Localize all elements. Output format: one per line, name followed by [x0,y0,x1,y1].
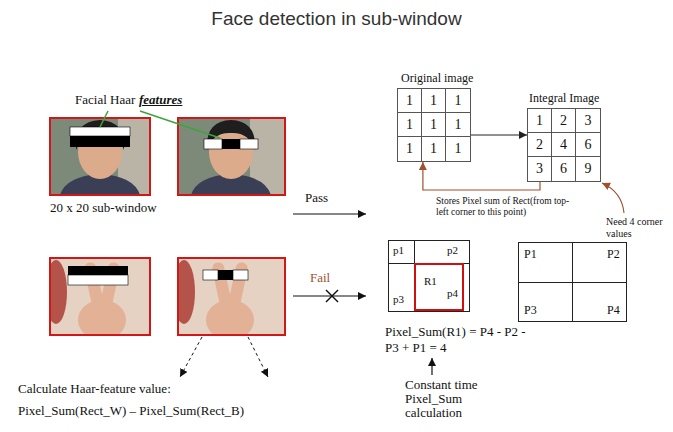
cell-value: 1 [455,93,462,109]
corner-label: P2 [607,247,620,261]
corner-label: p1 [393,244,404,257]
photo-frame [178,258,285,335]
grid-cell: 9 [576,157,600,181]
grid-cell: 2 [552,109,576,133]
leader-arrow [431,358,432,375]
image-grid: Original image 1 1 1 1 1 1 1 1 1 [397,70,473,162]
pixel-grid: p1 p2 p3 p4 R1 [388,240,470,312]
grid-cell: 6 [576,133,600,157]
hand-photo [178,258,285,335]
grid-frame: 1 1 1 1 1 1 1 1 1 [397,88,471,162]
corner-label: P1 [524,247,537,261]
window-size-label: 20 x 20 sub-window [50,200,157,216]
cell-value: 9 [585,161,592,177]
dashed-arrow [180,337,202,377]
grid-cell: 2 [528,133,552,157]
fail-arrow [293,295,366,296]
integral-grid: Integral Image 1 2 3 2 4 6 3 6 9 [527,90,601,182]
corner-label: p3 [393,293,404,306]
grid-heading: Integral Image [527,90,601,106]
cell-value: 1 [430,141,437,157]
cell-value: 1 [430,117,437,133]
cell-value: 1 [406,117,413,133]
fail-label: Fail [310,270,330,286]
grid-cell: 1 [398,113,422,137]
photo-frame [50,118,150,195]
callout-label: Facial Haar [75,92,135,108]
leader-line [100,111,108,127]
leader-line [140,111,220,138]
diagram-title: Face detection in sub-window [0,8,673,30]
pass-label: Pass [305,190,328,206]
cell-value: 3 [585,113,592,129]
corner-box: P1 P2P3 P4 [518,242,627,322]
corner-label: p4 [447,287,458,300]
grid-frame: 1 2 3 2 4 6 3 6 9 [527,108,601,182]
formula-caption: Calculate Haar-feature value: [18,381,171,397]
grid-cell: 4 [552,133,576,157]
note-text: Need 4 corner values [606,216,668,240]
formula-text: Pixel_Sum(Rect_W) – Pixel_Sum(Rect_B) [18,403,244,419]
grid-cell: 1 [422,89,446,113]
connector-arrow [471,134,527,135]
hand-photo [50,258,150,335]
face-photo [50,118,150,195]
connector-arrow [423,162,540,190]
cell-value: 1 [455,117,462,133]
formula-text: Pixel_Sum(R1) = P4 - P2 - P3 + P1 = 4 [385,324,535,356]
grid-cell: 1 [422,137,446,161]
cell-value: 3 [536,161,543,177]
photo-frame [50,258,150,335]
rect-region: R1 [414,263,464,311]
corner-label: P3 [524,303,537,317]
cross-mark [326,290,338,302]
corner-label: P4 [607,303,620,317]
grid-cell: 1 [446,89,470,113]
grid-line [519,282,626,283]
note-text: Stores Pixel sum of Rect(from top-left c… [436,196,578,218]
cell-value: 2 [536,137,543,153]
corner-circle [531,112,598,179]
dashed-arrow [248,337,268,377]
cell-value: 2 [560,113,567,129]
leader-arrow [602,183,624,213]
grid-cell: 1 [446,113,470,137]
grid-cell: 3 [528,157,552,181]
grid-cell: 1 [446,137,470,161]
grid-cell: 1 [398,89,422,113]
grid-cell: 1 [528,109,552,133]
corner-label: R1 [424,275,437,288]
grid-cell: 6 [552,157,576,181]
grid-cell: 1 [398,137,422,161]
cell-value: 1 [455,141,462,157]
pass-arrow [293,213,366,214]
cell-value: 1 [406,93,413,109]
cell-value: 6 [585,137,592,153]
cell-value: 1 [536,113,543,129]
cell-value: 1 [430,93,437,109]
grid-cell: 3 [576,109,600,133]
note-text: Constant time Pixel_Sum calculation [405,378,500,420]
grid-cell: 1 [422,113,446,137]
cell-value: 1 [406,141,413,157]
grid-heading: Original image [397,70,473,86]
cell-value: 6 [560,161,567,177]
callout-label: features [139,92,182,108]
cell-value: 4 [560,137,567,153]
corner-label: p2 [447,244,458,257]
